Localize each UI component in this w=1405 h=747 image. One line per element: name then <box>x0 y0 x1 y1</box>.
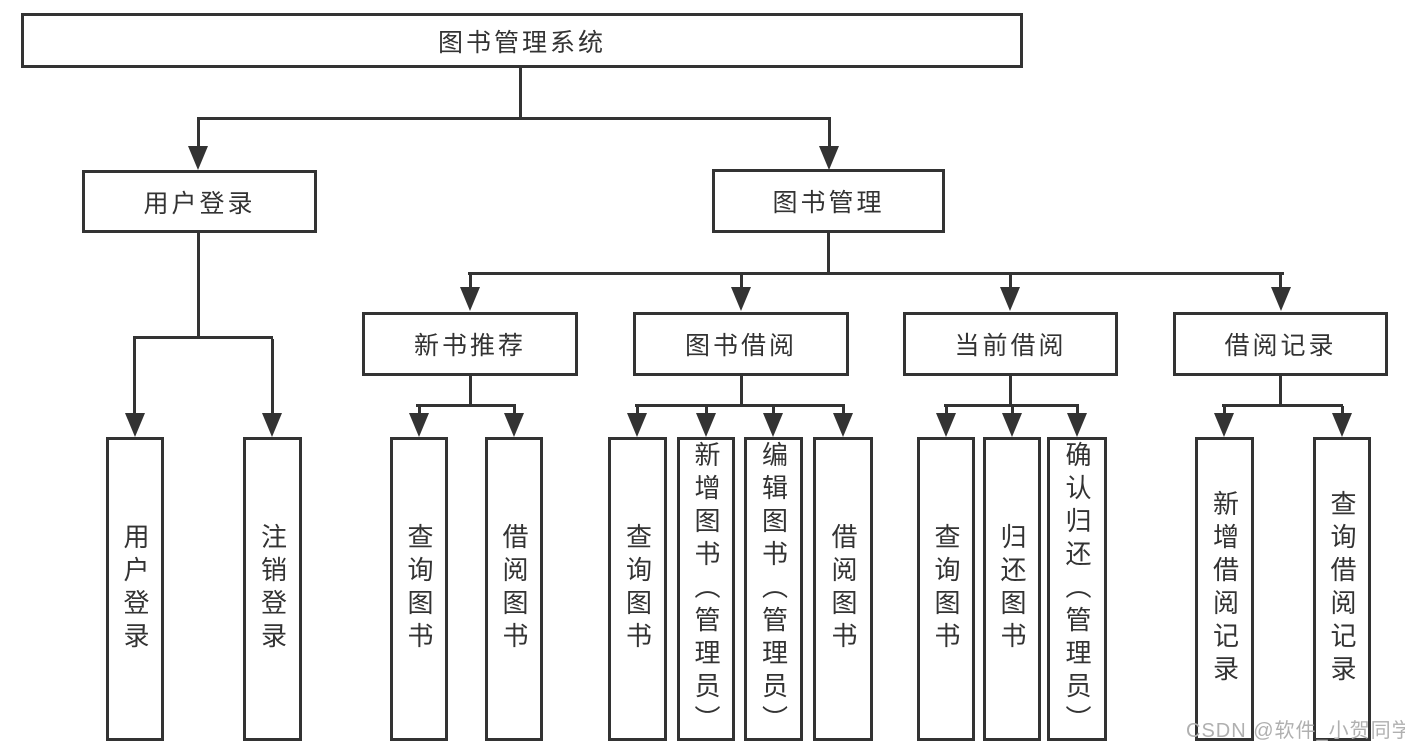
connector-g3-leaf3-drop <box>1076 406 1079 415</box>
connector-user-login-stem <box>197 233 200 338</box>
arrowhead-g2-leaf1-icon <box>627 413 647 437</box>
arrowhead-g1-leaf1-icon <box>409 413 429 437</box>
arrowhead-g2-leaf2-icon <box>696 413 716 437</box>
leaf-return-books: 归还图书 <box>983 437 1041 741</box>
leaf-edit-books-admin-label: 编辑图书（管理员） <box>758 440 789 738</box>
leaf-current-query-books-label: 查询图书 <box>931 523 961 655</box>
connector-book-mgmt-drop <box>828 120 831 148</box>
connector-g2-leaf4-drop <box>842 406 845 415</box>
node-book-borrow: 图书借阅 <box>633 312 849 376</box>
arrowhead-group1-icon <box>460 287 480 311</box>
leaf-add-books-admin-label: 新增图书（管理员） <box>691 440 721 738</box>
arrowhead-book-mgmt-icon <box>819 146 839 170</box>
arrowhead-group4-icon <box>1271 287 1291 311</box>
leaf-user-login-label: 用户登录 <box>120 523 150 655</box>
connector-g1-leaf2-drop <box>513 406 516 415</box>
connector-g2-leaf2-drop <box>705 406 708 415</box>
leaf-user-login: 用户登录 <box>106 437 164 741</box>
connector-group2-stem <box>740 376 743 407</box>
connector-g3-leaf2-drop <box>1011 406 1014 415</box>
connector-book-mgmt-stem <box>827 233 830 275</box>
node-book-management: 图书管理 <box>712 169 945 233</box>
arrowhead-user-login-child2-icon <box>262 413 282 437</box>
leaf-logout: 注销登录 <box>243 437 302 741</box>
connector-group4-drop <box>1279 274 1282 288</box>
connector-user-login-child2-drop <box>271 339 274 413</box>
arrowhead-user-login-icon <box>188 146 208 170</box>
leaf-return-books-label: 归还图书 <box>997 523 1027 655</box>
leaf-add-books-admin: 新增图书（管理员） <box>677 437 735 741</box>
node-user-login: 用户登录 <box>82 170 317 233</box>
leaf-logout-label: 注销登录 <box>257 523 288 655</box>
connector-level3-rail <box>468 272 1284 275</box>
leaf-add-borrow-record: 新增借阅记录 <box>1195 437 1254 741</box>
connector-g1-leaf1-drop <box>418 406 421 415</box>
node-borrow-records: 借阅记录 <box>1173 312 1388 376</box>
csdn-watermark: CSDN @软件_小贺同学 <box>1186 720 1405 742</box>
connector-user-login-child1-drop <box>133 339 136 413</box>
leaf-recommend-borrow-books-label: 借阅图书 <box>499 523 529 655</box>
connector-group3-rail <box>944 404 1079 407</box>
connector-g3-leaf1-drop <box>945 406 948 415</box>
connector-group3-stem <box>1009 376 1012 407</box>
leaf-borrow-books-label: 借阅图书 <box>828 523 858 655</box>
arrowhead-g4-leaf2-icon <box>1332 413 1352 437</box>
connector-g4-leaf1-drop <box>1223 406 1226 415</box>
arrowhead-g3-leaf2-icon <box>1002 413 1022 437</box>
leaf-borrow-books: 借阅图书 <box>813 437 873 741</box>
leaf-recommend-query-books: 查询图书 <box>390 437 448 741</box>
arrowhead-g2-leaf4-icon <box>833 413 853 437</box>
connector-group1-drop <box>469 274 472 288</box>
connector-g2-leaf1-drop <box>636 406 639 415</box>
leaf-borrow-query-books-label: 查询图书 <box>622 523 653 655</box>
arrowhead-group3-icon <box>1000 287 1020 311</box>
connector-user-login-drop <box>197 120 200 148</box>
connector-group2-drop <box>740 274 743 288</box>
connector-root-stem <box>519 68 522 120</box>
arrowhead-g1-leaf2-icon <box>504 413 524 437</box>
node-borrow-records-label: 借阅记录 <box>1224 332 1337 360</box>
connector-group4-rail <box>1222 404 1343 407</box>
node-root-system: 图书管理系统 <box>21 13 1023 68</box>
arrowhead-group2-icon <box>731 287 751 311</box>
connector-g4-leaf2-drop <box>1341 406 1344 415</box>
connector-user-login-rail <box>133 336 273 339</box>
leaf-recommend-borrow-books: 借阅图书 <box>485 437 543 741</box>
leaf-edit-books-admin: 编辑图书（管理员） <box>744 437 803 741</box>
connector-level2-rail <box>197 117 831 120</box>
arrowhead-g3-leaf1-icon <box>936 413 956 437</box>
leaf-current-query-books: 查询图书 <box>917 437 975 741</box>
leaf-recommend-query-books-label: 查询图书 <box>404 523 434 655</box>
arrowhead-g4-leaf1-icon <box>1214 413 1234 437</box>
arrowhead-g2-leaf3-icon <box>763 413 783 437</box>
node-root-label: 图书管理系统 <box>437 28 606 57</box>
arrowhead-g3-leaf3-icon <box>1067 413 1087 437</box>
leaf-add-borrow-record-label: 新增借阅记录 <box>1209 490 1240 688</box>
node-book-borrow-label: 图书借阅 <box>684 332 797 360</box>
node-user-login-label: 用户登录 <box>143 189 256 218</box>
connector-group3-drop <box>1009 274 1012 288</box>
connector-group4-stem <box>1279 376 1282 407</box>
node-new-book-recommend-label: 新书推荐 <box>413 332 526 360</box>
leaf-confirm-return-admin: 确认归还（管理员） <box>1047 437 1107 741</box>
connector-group2-rail <box>635 404 845 407</box>
leaf-confirm-return-admin-label: 确认归还（管理员） <box>1062 440 1092 738</box>
connector-g2-leaf3-drop <box>772 406 775 415</box>
connector-group1-stem <box>469 376 472 407</box>
node-current-borrow-label: 当前借阅 <box>954 332 1067 360</box>
node-current-borrow: 当前借阅 <box>903 312 1118 376</box>
leaf-query-borrow-record-label: 查询借阅记录 <box>1327 490 1357 688</box>
arrowhead-user-login-child1-icon <box>125 413 145 437</box>
connector-group1-rail <box>416 404 516 407</box>
node-new-book-recommend: 新书推荐 <box>362 312 578 376</box>
node-book-management-label: 图书管理 <box>772 189 885 217</box>
leaf-borrow-query-books: 查询图书 <box>608 437 667 741</box>
leaf-query-borrow-record: 查询借阅记录 <box>1313 437 1371 741</box>
